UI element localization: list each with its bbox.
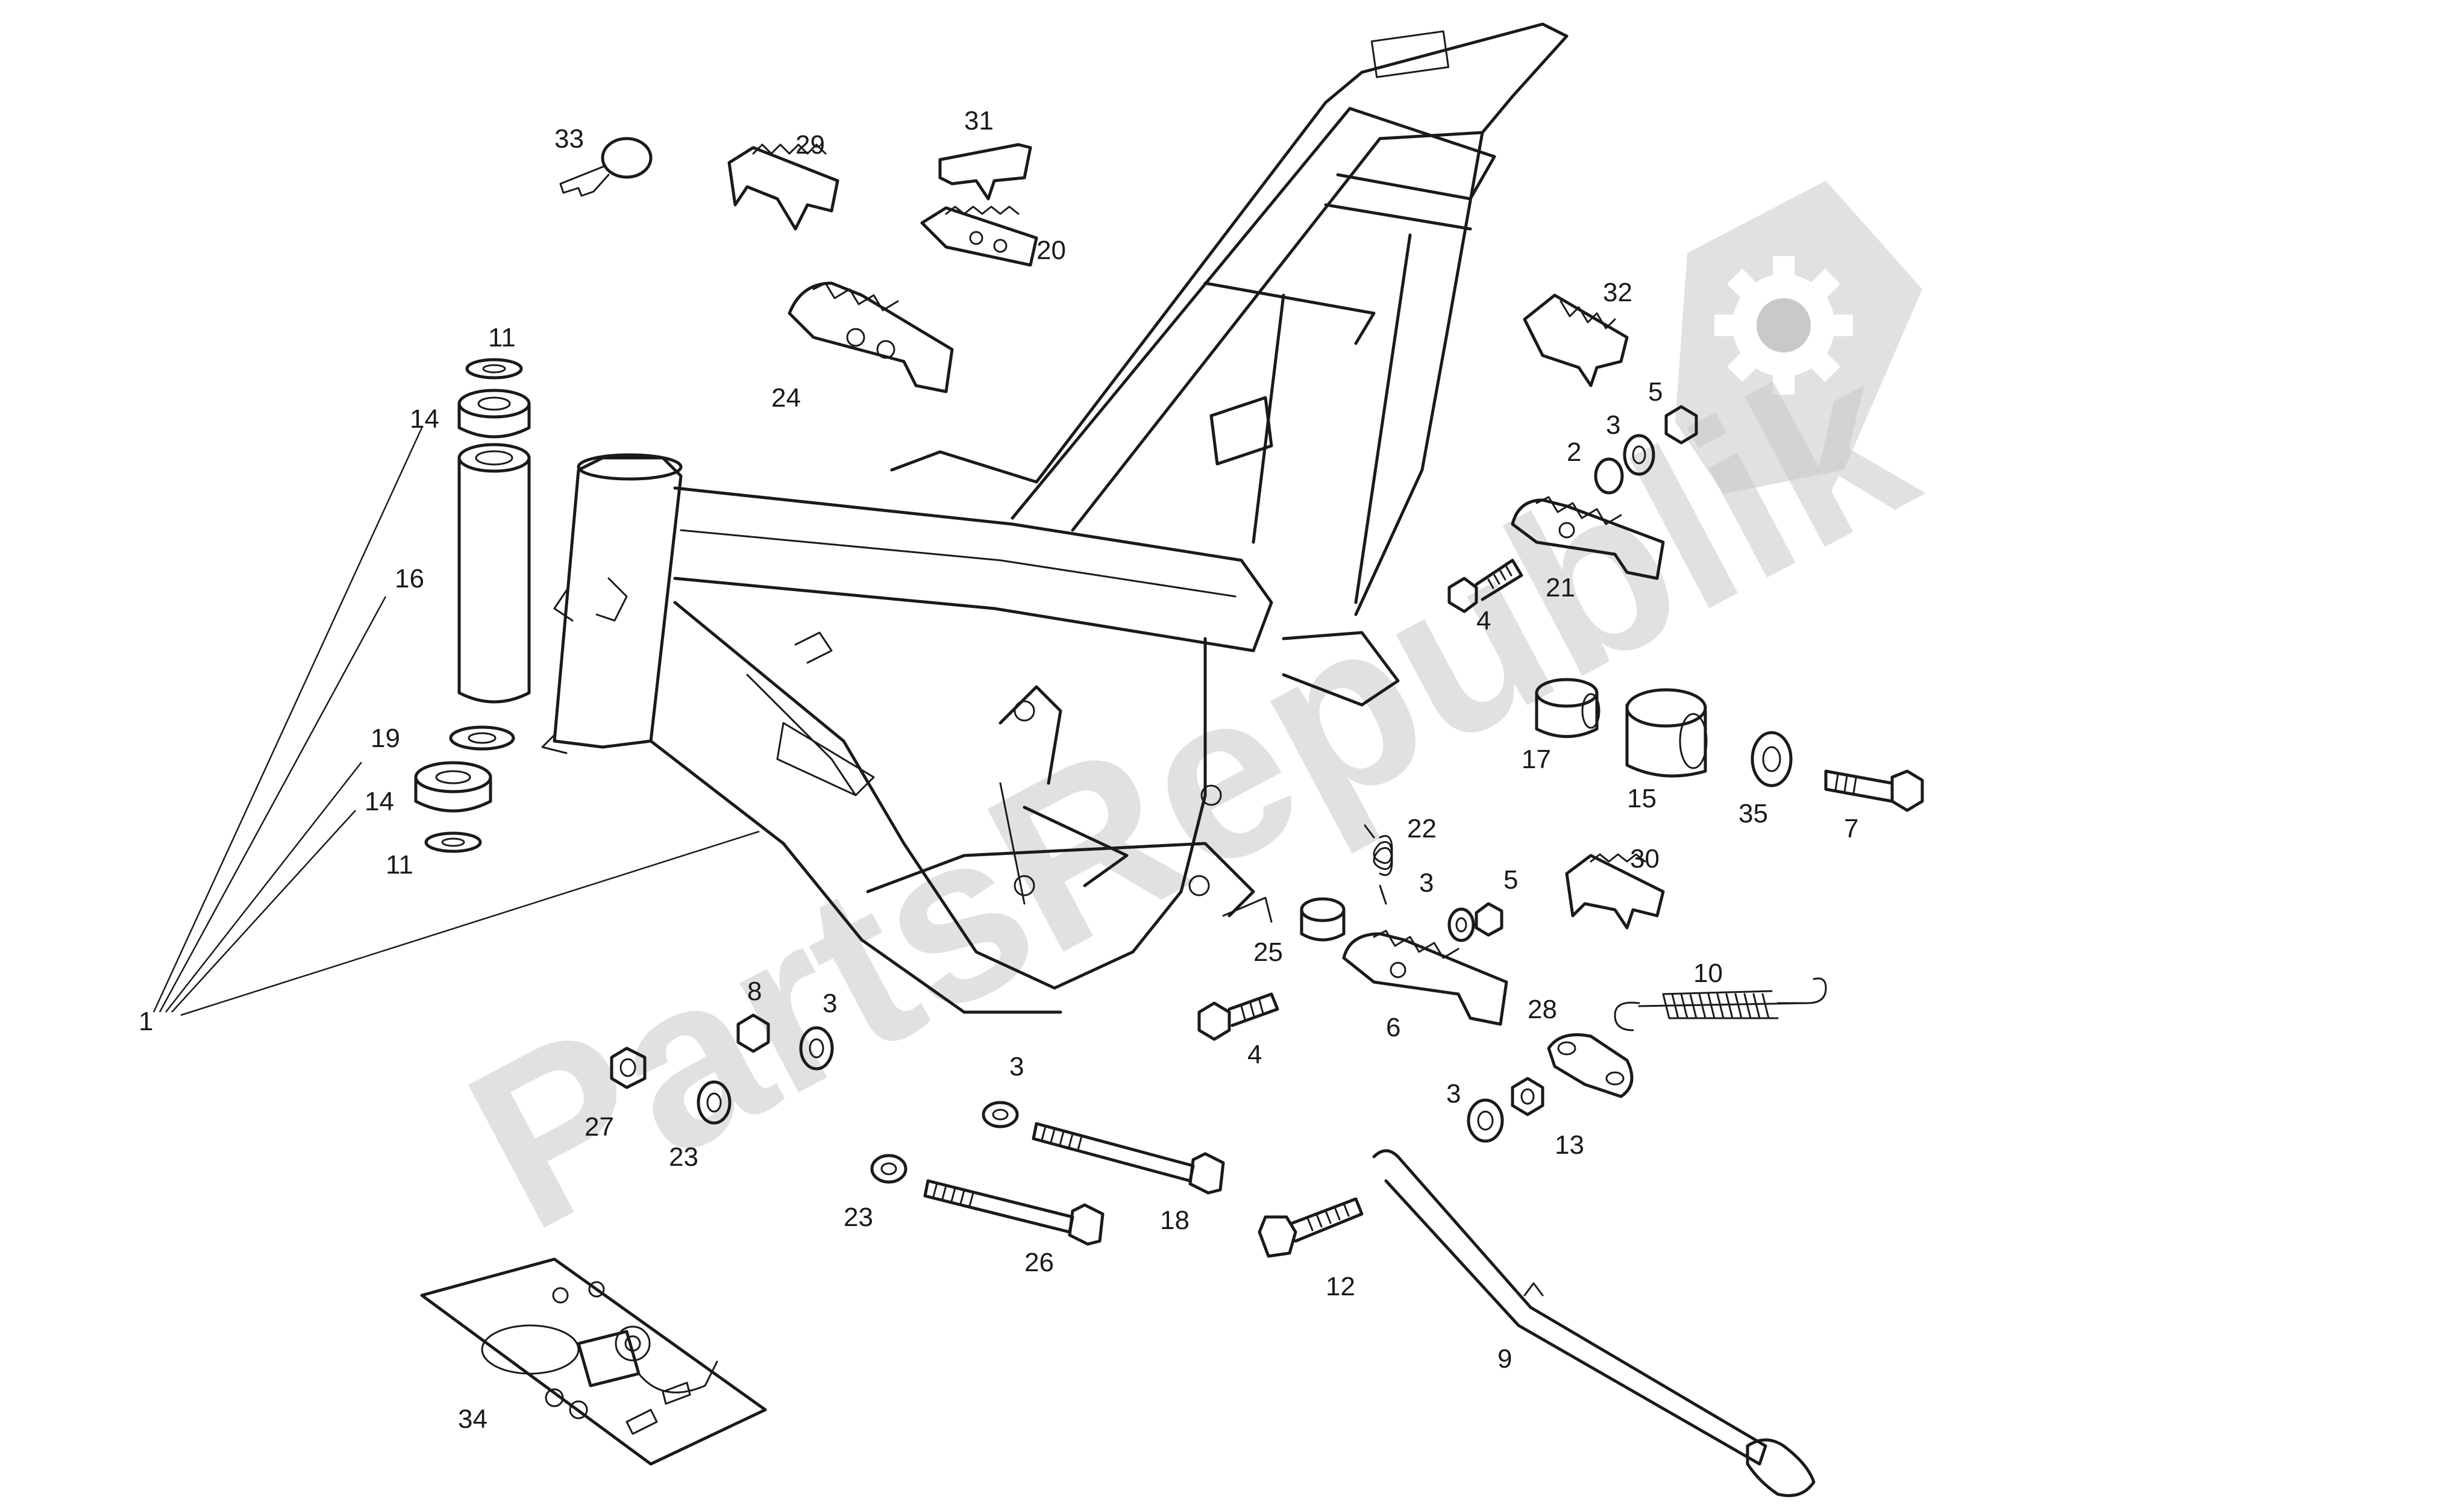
washer-3-right	[1467, 1098, 1504, 1143]
callout-30: 30	[1630, 844, 1660, 874]
spring-22	[1364, 824, 1393, 905]
callout-12: 12	[1326, 1272, 1355, 1301]
callout-23: 23	[669, 1142, 698, 1172]
washer-11-bottom	[424, 831, 482, 853]
washer-3-mid	[1447, 907, 1475, 942]
bolt-4-upper	[1447, 558, 1523, 613]
watermark-text: PartsRepublik	[430, 305, 1951, 1280]
washer-11-top	[465, 358, 523, 380]
callout-6: 6	[1386, 1013, 1400, 1042]
spring-10	[1614, 977, 1827, 1031]
side-stand-9	[1372, 1149, 1816, 1497]
nut-13	[1511, 1077, 1544, 1116]
footrest-32	[1523, 293, 1629, 387]
callout-2: 2	[1567, 437, 1581, 467]
steering-stack	[414, 358, 531, 853]
callout-29: 29	[795, 130, 825, 160]
callout-34: 34	[458, 1404, 487, 1434]
washer-23-lower	[870, 1154, 908, 1184]
callout-21: 21	[1546, 573, 1575, 602]
nut-5-upper	[1664, 405, 1698, 445]
spacer-25	[1300, 897, 1346, 942]
bushing-15	[1625, 688, 1708, 778]
footrest-31	[938, 143, 1032, 201]
callout-32: 32	[1603, 278, 1632, 307]
nut-8	[736, 1013, 770, 1053]
callout-3: 3	[1419, 868, 1434, 898]
callout-23: 23	[844, 1203, 873, 1232]
washer-3-centre	[982, 1101, 1019, 1128]
steering-tube-16	[457, 456, 531, 704]
washer-23-left	[697, 1080, 732, 1125]
callout-1-leaders	[152, 427, 760, 1016]
bolt-4-lower	[1197, 992, 1279, 1041]
footrest-21	[1511, 496, 1665, 580]
spring-washer-2	[1594, 457, 1624, 495]
callout-24: 24	[771, 383, 801, 413]
callout-17: 17	[1522, 745, 1551, 774]
callout-13: 13	[1555, 1130, 1584, 1160]
callout-28: 28	[1528, 995, 1557, 1024]
callout-22: 22	[1407, 814, 1437, 843]
nut-5-mid	[1475, 902, 1503, 937]
bearing-14-top	[457, 402, 531, 439]
callout-14: 14	[365, 787, 394, 816]
footrest-20	[920, 205, 1038, 267]
callout-5: 5	[1648, 377, 1663, 407]
bolt-12	[1258, 1197, 1364, 1258]
callout-3: 3	[823, 989, 837, 1018]
callout-labels: 1 2 3 3 3 3 3 4 4 5 5 6 7 8 9 10 11 11 1…	[139, 106, 1858, 1434]
callout-27: 27	[585, 1112, 614, 1142]
callout-18: 18	[1160, 1206, 1190, 1235]
washer-3-upper	[1623, 434, 1655, 476]
washer-3-left	[799, 1026, 834, 1071]
bolt-26	[923, 1179, 1105, 1246]
callout-26: 26	[1024, 1248, 1054, 1277]
footrest-29	[727, 143, 839, 231]
main-frame	[541, 22, 1569, 1014]
watermark-gear-icon	[1714, 256, 1853, 395]
callout-3: 3	[1606, 410, 1620, 440]
callout-35: 35	[1738, 799, 1768, 828]
watermark: PartsRepublik	[430, 181, 1951, 1280]
spacer-17	[1535, 678, 1600, 738]
footrest-30	[1565, 853, 1665, 930]
callout-11: 11	[386, 850, 413, 880]
bracket-28	[1547, 1033, 1634, 1098]
key-33	[559, 137, 653, 197]
callout-25: 25	[1253, 937, 1283, 967]
callout-8: 8	[747, 977, 762, 1006]
callout-5: 5	[1503, 865, 1518, 895]
callout-9: 9	[1497, 1344, 1512, 1374]
bolt-18	[1032, 1122, 1225, 1195]
hardware	[610, 405, 1924, 1497]
bearing-14-bottom	[414, 775, 492, 813]
callout-31: 31	[964, 106, 994, 136]
callout-16: 16	[395, 564, 424, 593]
callout-33: 33	[554, 124, 584, 154]
callout-1: 1	[139, 1007, 153, 1036]
callout-15: 15	[1627, 784, 1657, 813]
callout-3: 3	[1446, 1079, 1461, 1109]
callout-20: 20	[1036, 236, 1066, 265]
bolt-7	[1824, 769, 1924, 812]
callout-3: 3	[1009, 1052, 1024, 1081]
callout-10: 10	[1693, 959, 1723, 988]
seal-19	[449, 725, 515, 751]
lock-kit-34	[420, 1257, 767, 1466]
washer-35	[1751, 731, 1793, 787]
footrest-6	[1342, 930, 1508, 1026]
callout-4: 4	[1247, 1040, 1262, 1069]
callout-7: 7	[1844, 814, 1858, 843]
nut-27	[610, 1046, 647, 1089]
callout-4: 4	[1476, 606, 1491, 636]
footrest-24	[788, 281, 954, 393]
callout-19: 19	[371, 724, 400, 753]
callout-14: 14	[410, 404, 439, 434]
callout-11: 11	[488, 323, 516, 352]
